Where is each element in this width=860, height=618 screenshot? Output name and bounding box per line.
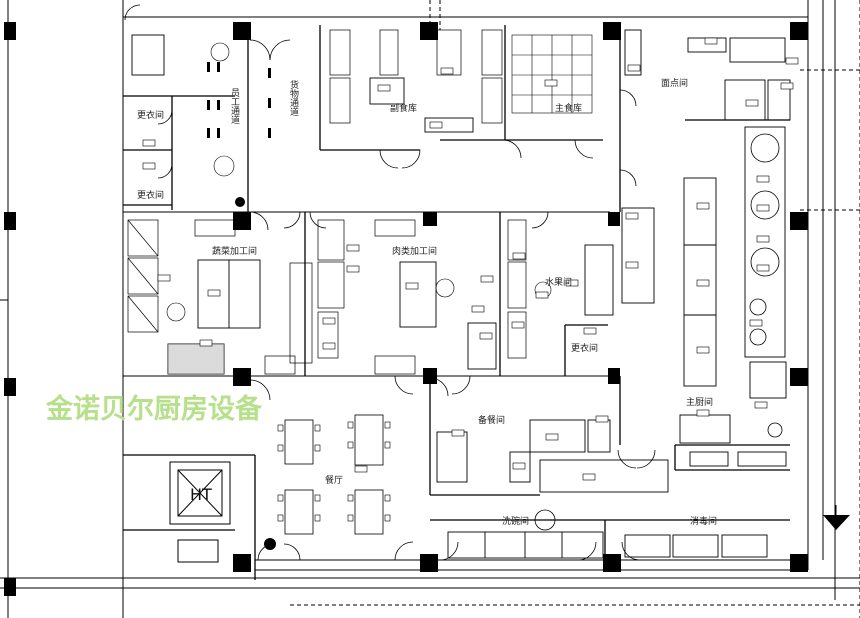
room-label-fruit: 水果间 [545,276,572,288]
room-label-locker-a: 更衣间 [137,109,164,121]
room-label-sub-store: 副食库 [390,102,417,114]
room-label-staff-passage: 员工通道 [229,88,240,125]
room-label-disinfect: 消毒间 [690,515,717,527]
room-label-veg-prep: 蔬菜加工间 [212,245,257,257]
room-label-main-store: 主食库 [555,102,582,114]
room-label-main-kitchen: 主厨间 [686,396,713,408]
room-label-goods-passage: 货物通道 [288,79,299,117]
lift-label: HT [190,485,212,504]
watermark-text: 金诺贝尔厨房设备 [45,393,263,425]
room-label-meat-prep: 肉类加工间 [392,245,437,257]
room-label-dining: 餐厅 [325,474,343,486]
room-label-dishwash: 洗碗间 [502,515,529,527]
room-label-locker-b: 更衣间 [137,189,164,201]
room-label-servery: 备餐间 [478,414,505,426]
room-label-locker-c: 更衣间 [571,342,598,354]
room-label-pastry: 面点间 [661,77,688,89]
